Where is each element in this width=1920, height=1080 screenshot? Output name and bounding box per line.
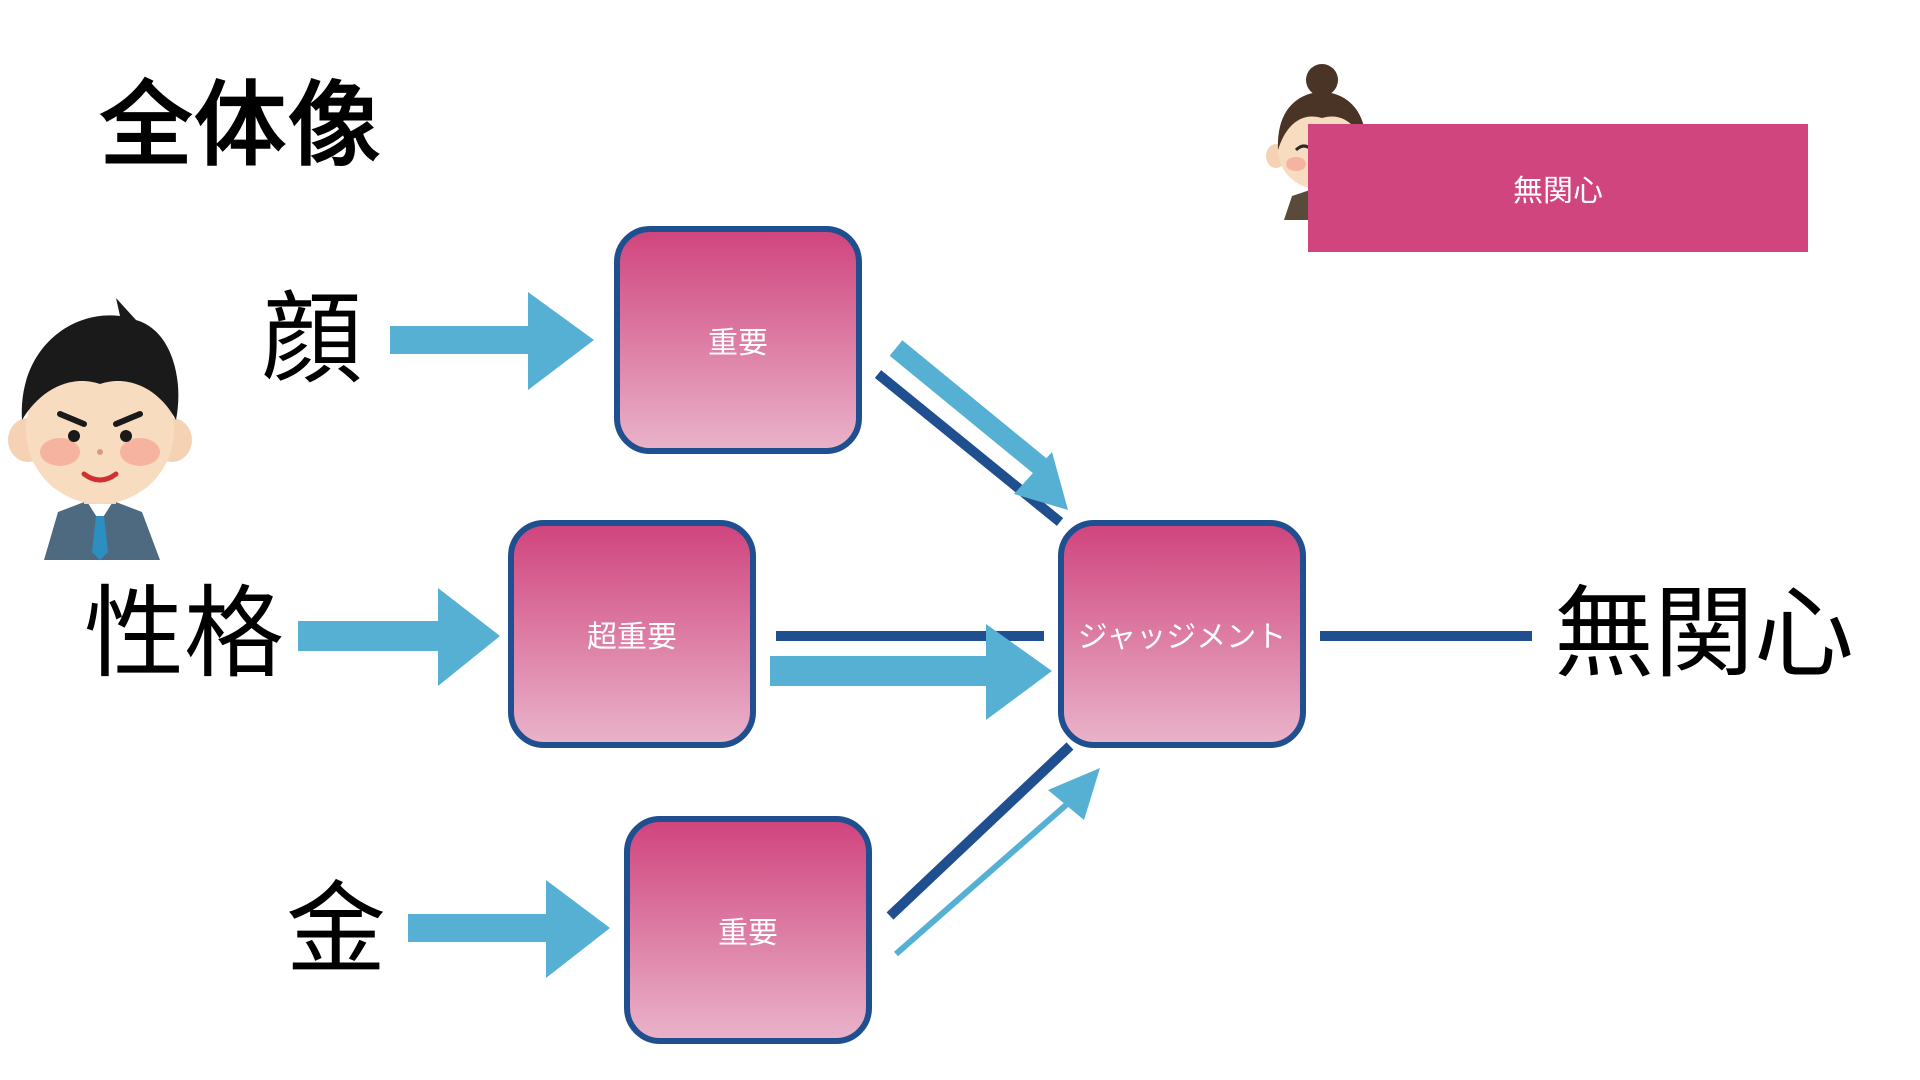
indifference-banner: 無関心 [1308,124,1808,252]
label-face: 顔 [262,281,362,398]
result-label: 無関心 [1554,575,1854,692]
box-money-importance: 重要 [624,816,872,1044]
businessman-avatar-icon [8,298,192,560]
arrow-shaft-middle-to-judgment [770,656,992,686]
arrowhead-bottom-to-judgment [1048,768,1100,820]
arrowhead-top-to-judgment [1014,452,1068,510]
label-money: 金 [286,871,386,988]
arrow-shaft-top-to-judgment [889,340,1047,474]
line-bottom-to-judgment [886,742,1074,920]
arrow-personality-to-box [298,588,500,686]
arrowhead-middle-to-judgment [986,624,1052,720]
box-face-importance: 重要 [614,226,862,454]
arrow-money-to-box [408,880,610,978]
arrow-shaft-bottom-to-judgment [894,795,1076,957]
arrow-face-to-box [390,292,594,390]
box-judgment: ジャッジメント [1058,520,1306,748]
box-personality-importance: 超重要 [508,520,756,748]
page-title: 全体像 [100,72,383,179]
label-personality: 性格 [84,575,284,692]
